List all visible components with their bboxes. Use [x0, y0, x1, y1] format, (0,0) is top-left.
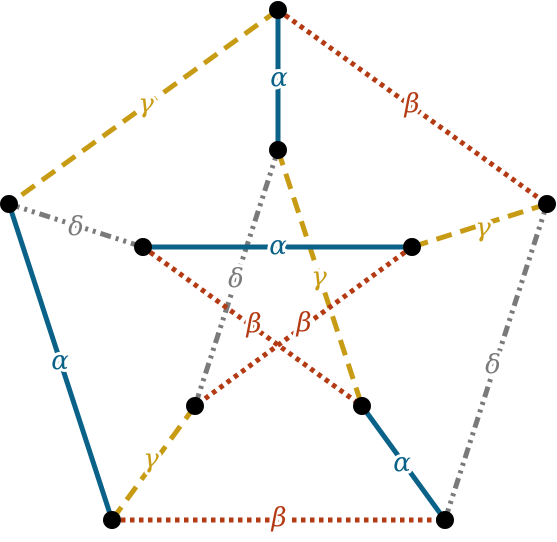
- node-inner-right: [403, 238, 421, 256]
- label-alpha-outer-left: α: [51, 346, 69, 376]
- label-delta-star-top-lower-left: δ: [228, 264, 244, 294]
- label-gamma-star-top-lower-right: γ: [311, 262, 327, 292]
- edge-spoke-lower-right: [359, 404, 448, 522]
- node-outer-bottom-left: [103, 511, 121, 529]
- label-delta-outer-right-lower: δ: [485, 350, 501, 380]
- label-beta-outer-bottom: β: [270, 503, 286, 533]
- edge-outer-right-lower: [442, 203, 550, 521]
- label-alpha-star-horizontal: α: [269, 231, 287, 261]
- edges-layer: [6, 7, 550, 523]
- edge-star-top-to-lower-left: [192, 149, 281, 407]
- label-gamma-outer-top-left: γ: [138, 89, 154, 119]
- label-gamma-spoke-right: γ: [475, 213, 491, 243]
- edge-spoke-left: [8, 201, 144, 250]
- edge-outer-top-right: [276, 7, 549, 207]
- edge-star-top-to-lower-right: [275, 149, 365, 407]
- label-delta-spoke-left: δ: [68, 212, 84, 242]
- label-beta-outer-top-right: β: [403, 89, 419, 119]
- label-alpha-spoke-lower-right: α: [393, 448, 411, 478]
- label-beta-star-right-lower-left: β: [295, 308, 311, 338]
- edge-outer-top-left: [7, 7, 280, 207]
- node-inner-bottom-left: [186, 397, 204, 415]
- node-outer-left: [0, 195, 18, 213]
- node-outer-top: [269, 1, 287, 19]
- nodes-layer: [0, 1, 556, 529]
- edge-star-left-to-lower-right: [141, 244, 364, 409]
- node-outer-bottom-right: [436, 511, 454, 529]
- labels-layer: α β γ δ α γ δ γ β β α δ γ α β: [48, 60, 504, 536]
- node-outer-right: [538, 195, 556, 213]
- node-inner-top: [269, 141, 287, 159]
- label-beta-star-left-lower-right: β: [245, 309, 261, 339]
- label-gamma-spoke-lower-left: γ: [143, 444, 159, 474]
- node-inner-left: [134, 238, 152, 256]
- label-alpha-spoke-top: α: [270, 63, 288, 93]
- edge-outer-left: [6, 203, 115, 521]
- node-inner-bottom-right: [353, 397, 371, 415]
